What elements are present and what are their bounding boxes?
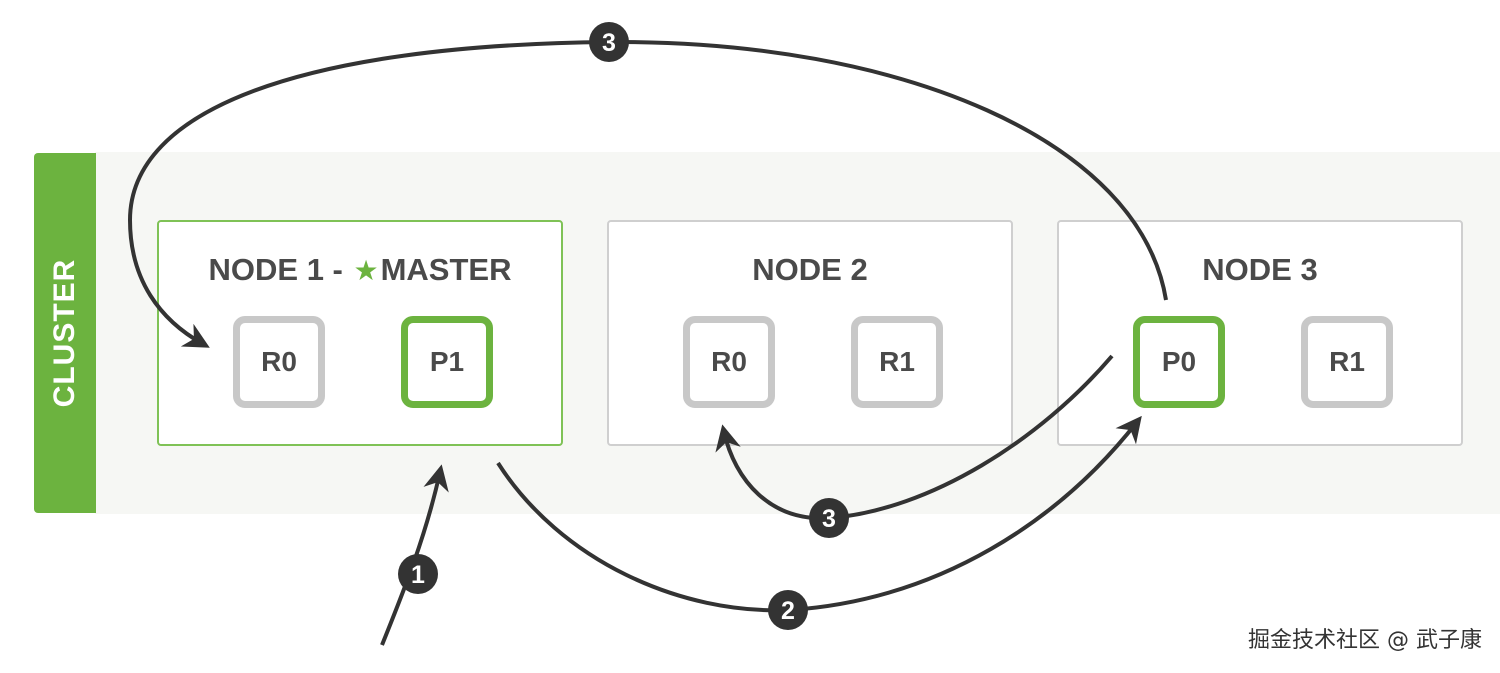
step-marker-1: 1 (398, 554, 438, 594)
node-1-name: NODE 1 - (208, 252, 352, 287)
step-marker-2: 2 (768, 590, 808, 630)
shard-p1-node1: P1 (401, 316, 493, 408)
shard-r1-node2: R1 (851, 316, 943, 408)
step-marker-3-lower: 3 (809, 498, 849, 538)
watermark: 掘金技术社区 @ 武子康 (1248, 628, 1482, 653)
node-2: NODE 2 R0 R1 (607, 220, 1013, 446)
node-1: NODE 1 - ★MASTER R0 P1 (157, 220, 563, 446)
step-label-2: 2 (781, 597, 795, 625)
step-marker-3-upper: 3 (589, 22, 629, 62)
step-label-3-upper: 3 (602, 29, 616, 57)
node-3-title: NODE 3 (1202, 252, 1318, 287)
step-label-3-lower: 3 (822, 505, 836, 533)
node-2-title: NODE 2 (752, 252, 868, 287)
shard-r0-node1: R0 (233, 316, 325, 408)
arrow-step-3-to-node2 (715, 354, 1114, 521)
shard-r0-node2: R0 (683, 316, 775, 408)
shard-p0-node3: P0 (1133, 316, 1225, 408)
cluster-bar (34, 153, 96, 513)
arrow-step-3-to-node1 (127, 39, 1168, 348)
node-3: NODE 3 P0 R1 (1057, 220, 1463, 446)
node-1-role: MASTER (380, 252, 512, 287)
node-1-title: NODE 1 - ★MASTER (159, 252, 561, 288)
shard-r1-node3: R1 (1301, 316, 1393, 408)
step-label-1: 1 (411, 561, 425, 589)
star-icon: ★ (353, 255, 379, 286)
